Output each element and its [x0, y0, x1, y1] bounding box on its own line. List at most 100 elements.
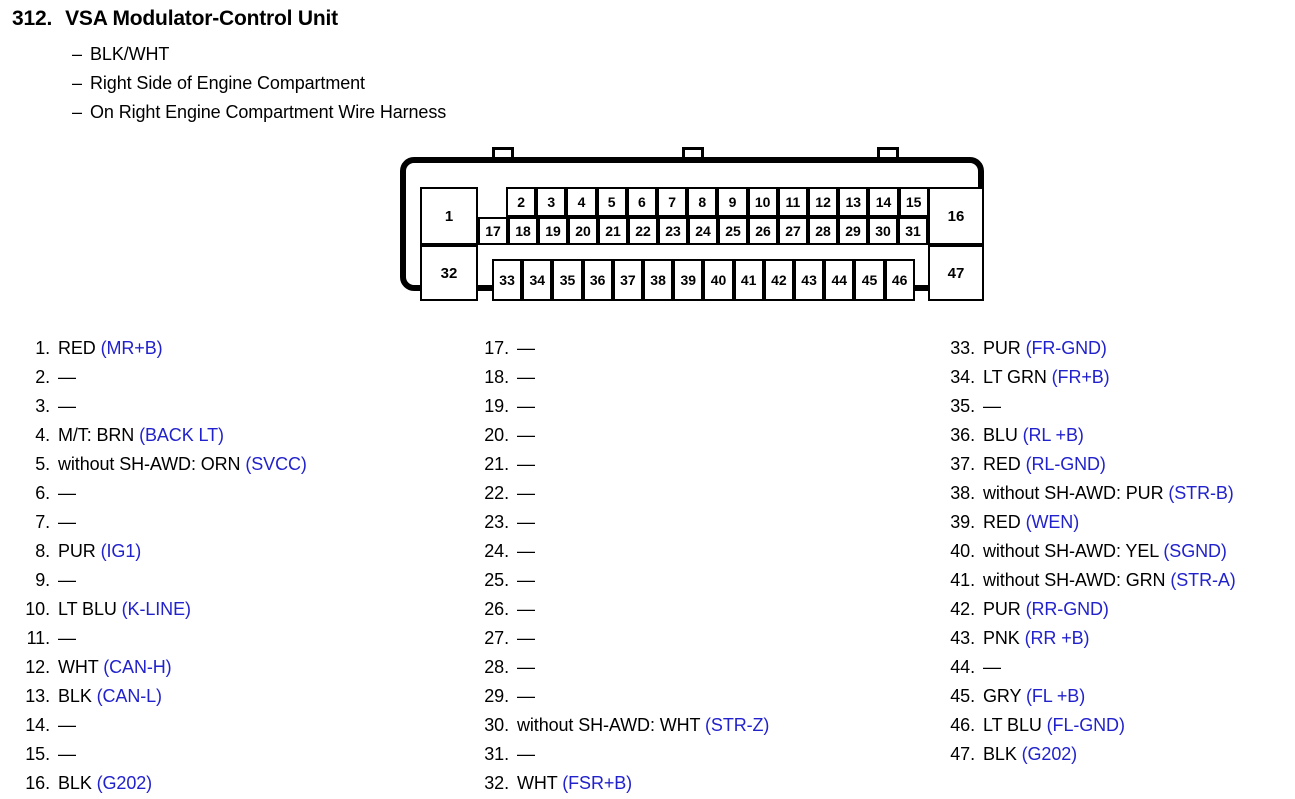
pin-number: 17. — [484, 338, 509, 358]
pin-row: 11.— — [18, 624, 458, 653]
pin-empty-marker: — — [58, 367, 76, 387]
connector-pin-47: 47 — [928, 245, 984, 301]
pin-row: 36.BLU (RL +B) — [943, 421, 1288, 450]
connector-pin-12: 12 — [808, 187, 839, 217]
pin-row: 29.— — [477, 682, 927, 711]
pin-wire-color: RED — [983, 512, 1021, 532]
pin-number: 35. — [950, 396, 975, 416]
pin-row: 9. — — [18, 566, 458, 595]
pin-empty-marker: — — [983, 396, 1001, 416]
pin-number: 34. — [950, 367, 975, 387]
connector-pin-19: 19 — [538, 217, 568, 245]
pin-row: 46.LT BLU (FL-GND) — [943, 711, 1288, 740]
pin-row: 31.— — [477, 740, 927, 769]
pin-number: 39. — [950, 512, 975, 532]
pin-row: 34.LT GRN (FR+B) — [943, 363, 1288, 392]
pin-wire-color: BLK — [58, 773, 92, 793]
pin-number: 14. — [25, 715, 50, 735]
pin-row: 44. — — [943, 653, 1288, 682]
pin-empty-marker: — — [517, 512, 535, 532]
note-text: Right Side of Engine Compartment — [90, 73, 365, 93]
pin-row: 1.RED (MR+B) — [18, 334, 458, 363]
connector-pin-36: 36 — [582, 259, 613, 301]
pin-wire-color: PUR — [983, 599, 1021, 619]
pin-signal-name: (MR+B) — [95, 338, 163, 358]
pin-empty-marker: — — [58, 744, 76, 764]
pin-number: 9. — [35, 570, 50, 590]
pin-empty-marker: — — [517, 599, 535, 619]
pin-row: 7.— — [18, 508, 458, 537]
note-dash-icon: – — [72, 44, 82, 64]
pin-row: 45.GRY (FL +B) — [943, 682, 1288, 711]
pin-empty-marker: — — [58, 570, 76, 590]
pin-wire-color: LT BLU — [983, 715, 1042, 735]
pin-number: 46. — [950, 715, 975, 735]
pin-signal-name: (WEN) — [1020, 512, 1080, 532]
connector-pin-5: 5 — [596, 187, 627, 217]
pin-row: 18.— — [477, 363, 927, 392]
pin-number: 10. — [25, 599, 50, 619]
connector-pin-30: 30 — [868, 217, 898, 245]
title-text: VSA Modulator-Control Unit — [65, 7, 338, 30]
pin-row: 27.— — [477, 624, 927, 653]
title-number: 312. — [12, 7, 53, 30]
pin-signal-name: (STR-A) — [1165, 570, 1236, 590]
pin-number: 7. — [35, 512, 50, 532]
pin-number: 42. — [950, 599, 975, 619]
pin-number: 41. — [950, 570, 975, 590]
pin-wire-color: WHT — [58, 657, 99, 677]
pin-signal-name: (RL +B) — [1017, 425, 1084, 445]
pin-number: 12. — [25, 657, 50, 677]
pin-row: 3.— — [18, 392, 458, 421]
pin-number: 44. — [950, 657, 975, 677]
pin-number: 18. — [484, 367, 509, 387]
connector-pin-16: 16 — [928, 187, 984, 245]
pin-wire-color: BLK — [58, 686, 92, 706]
pin-row: 26.— — [477, 595, 927, 624]
connector-pin-39: 39 — [673, 259, 704, 301]
connector-pin-17: 17 — [478, 217, 508, 245]
pin-signal-name: (SGND) — [1158, 541, 1227, 561]
pin-wire-color: PUR — [983, 338, 1021, 358]
pin-row: 16.BLK (G202) — [18, 769, 458, 798]
connector-pin-6: 6 — [626, 187, 657, 217]
pin-wire-color: without SH-AWD: PUR — [983, 483, 1164, 503]
pin-empty-marker: — — [58, 628, 76, 648]
note-text: BLK/WHT — [90, 44, 170, 64]
pin-signal-name: (FL +B) — [1021, 686, 1086, 706]
connector-pin-31: 31 — [898, 217, 928, 245]
pin-row: 20.— — [477, 421, 927, 450]
connector-pin-7: 7 — [657, 187, 688, 217]
connector-pin-44: 44 — [824, 259, 855, 301]
pin-row: 35. — — [943, 392, 1288, 421]
pin-empty-marker: — — [517, 338, 535, 358]
pin-empty-marker: — — [983, 657, 1001, 677]
pin-wire-color: without SH-AWD: ORN — [58, 454, 241, 474]
pin-empty-marker: — — [58, 396, 76, 416]
pin-number: 33. — [950, 338, 975, 358]
pin-number: 20. — [484, 425, 509, 445]
pin-wire-color: without SH-AWD: YEL — [983, 541, 1159, 561]
note-line-harness: –On Right Engine Compartment Wire Harnes… — [72, 102, 446, 123]
note-text: On Right Engine Compartment Wire Harness — [90, 102, 447, 122]
pin-signal-name: (K-LINE) — [116, 599, 191, 619]
pin-row: 41.without SH-AWD: GRN (STR-A) — [943, 566, 1288, 595]
pin-number: 43. — [950, 628, 975, 648]
pin-signal-name: (CAN-H) — [98, 657, 172, 677]
pin-empty-marker: — — [517, 657, 535, 677]
connector-pin-37: 37 — [612, 259, 643, 301]
pin-row: 12. WHT (CAN-H) — [18, 653, 458, 682]
pin-row: 14.— — [18, 711, 458, 740]
pin-signal-name: (RR-GND) — [1020, 599, 1109, 619]
pin-empty-marker: — — [517, 744, 535, 764]
pin-empty-marker: — — [517, 686, 535, 706]
pin-row: 37.RED (RL-GND) — [943, 450, 1288, 479]
pin-signal-name: (FSR+B) — [557, 773, 633, 793]
pin-list-column-1: 1.RED (MR+B)2.—3.—4.M/T: BRN (BACK LT)5.… — [18, 334, 458, 798]
connector-pin-23: 23 — [658, 217, 688, 245]
connector-pin-8: 8 — [687, 187, 718, 217]
pin-wire-color: RED — [983, 454, 1021, 474]
pin-number: 30. — [484, 715, 509, 735]
